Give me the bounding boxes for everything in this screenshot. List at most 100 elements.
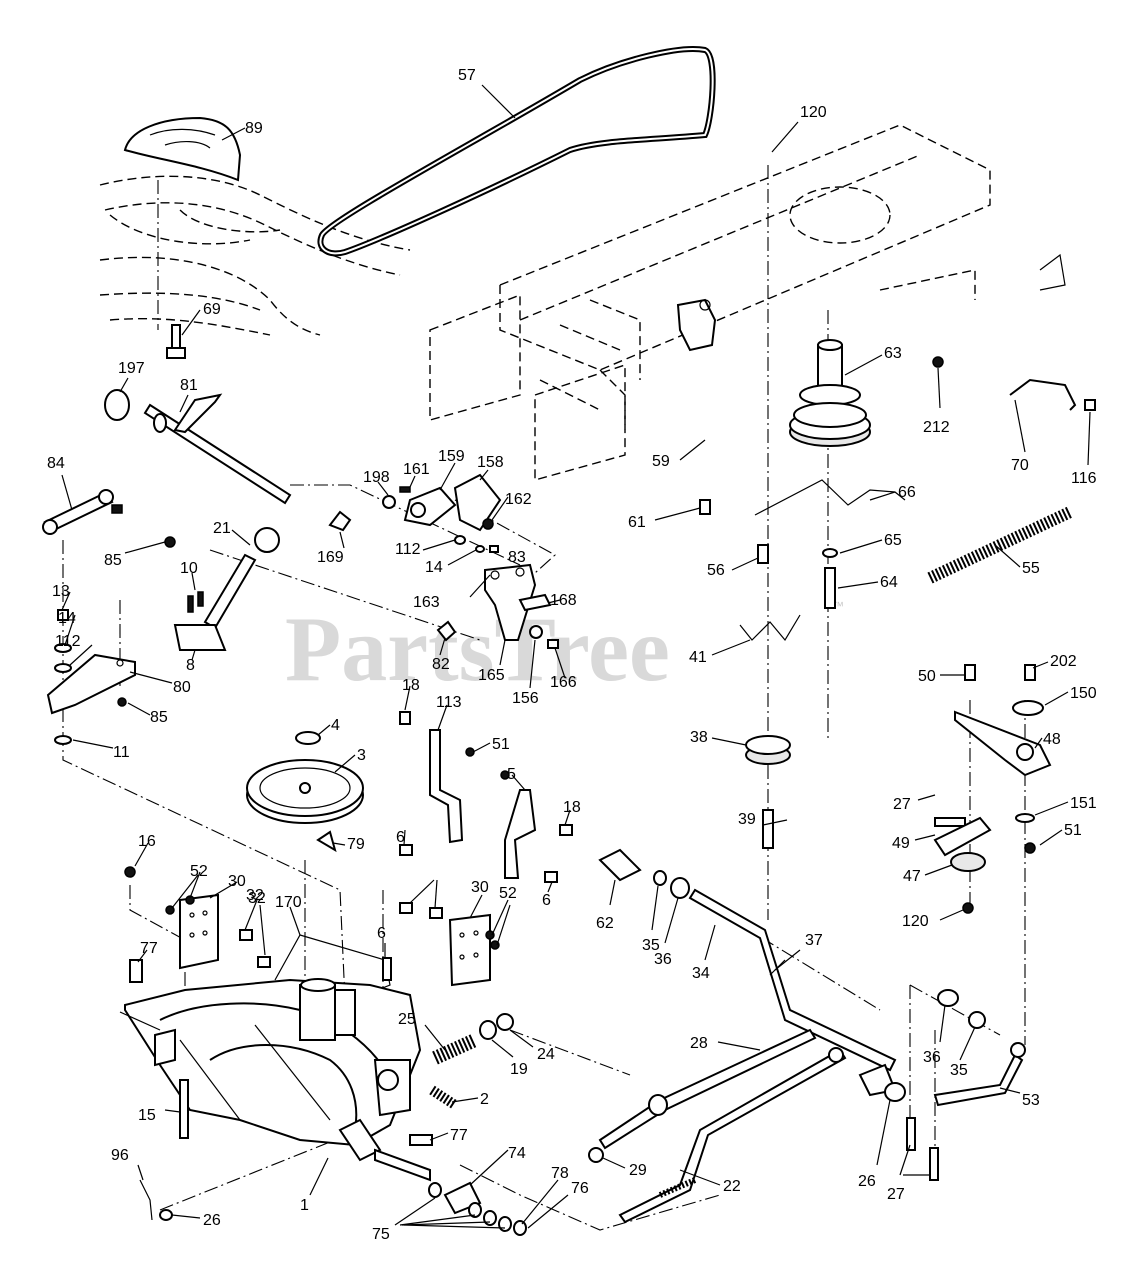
keys-77 [129, 959, 433, 1146]
console-cover [123, 116, 242, 182]
rod-70 [1009, 253, 1096, 411]
bracket-59 [676, 298, 717, 515]
callout-label: 74 [508, 1145, 526, 1162]
callout-label: 169 [317, 549, 344, 566]
callout-label: 62 [596, 915, 614, 932]
callout-label: 6 [396, 829, 405, 846]
clip-82 [436, 620, 457, 642]
mount-plate-left [124, 866, 271, 970]
callout-label: 11 [113, 744, 130, 761]
callout-label: 38 [690, 729, 708, 746]
callout-label: 163 [413, 594, 440, 611]
spring-2 [429, 1085, 458, 1110]
callout-label: 85 [150, 709, 168, 726]
callout-label: 59 [652, 453, 670, 470]
callout-label: 161 [403, 461, 430, 478]
nut-212 [932, 356, 944, 368]
callout-label: 63 [884, 345, 902, 362]
pins-10 [187, 591, 204, 613]
callout-label: 22 [723, 1178, 741, 1195]
callout-label: 35 [950, 1062, 968, 1079]
callout-label: 197 [118, 360, 145, 377]
callout-label: 21 [213, 520, 231, 537]
callout-label: 15 [138, 1107, 156, 1124]
watermark-text: PartsTree [285, 598, 670, 700]
callout-label: 78 [551, 1165, 569, 1182]
callout-label: 79 [347, 836, 365, 853]
callout-label: 53 [1022, 1092, 1040, 1109]
watermark: PartsTree ™ [285, 598, 844, 700]
callout-label: 96 [111, 1147, 129, 1164]
callout-label: 162 [505, 491, 532, 508]
frame-outline [429, 124, 991, 481]
callout-label: 30 [471, 879, 489, 896]
rod-66 [754, 479, 906, 516]
callout-label: 24 [537, 1046, 555, 1063]
link-84 [42, 489, 123, 535]
callout-label: 198 [363, 469, 390, 486]
callout-label: 80 [173, 679, 191, 696]
callout-label: 28 [690, 1035, 708, 1052]
callout-label: 48 [1043, 731, 1061, 748]
callout-label: 70 [1011, 457, 1029, 474]
callout-label: 52 [190, 863, 208, 880]
callout-label: 69 [203, 301, 221, 318]
callout-label: 81 [180, 377, 198, 394]
callout-label: 32 [246, 887, 264, 904]
callout-label: 170 [275, 894, 302, 911]
callout-label: 165 [478, 667, 505, 684]
callout-label: 61 [628, 514, 646, 531]
callout-label: 75 [372, 1226, 390, 1243]
callout-label: 85 [104, 552, 122, 569]
callout-label: 4 [331, 717, 340, 734]
pulley-38 [745, 735, 791, 849]
callout-label: 14 [58, 610, 76, 627]
transaxle-pulley [246, 731, 364, 853]
callout-label: 32 [248, 890, 266, 907]
callout-label: 19 [510, 1061, 528, 1078]
callout-label: 156 [512, 690, 539, 707]
callout-label: 66 [898, 484, 916, 501]
callout-label: 16 [138, 833, 156, 850]
callout-label: 13 [52, 583, 70, 600]
mount-plate-right [399, 902, 500, 987]
spring-25 [432, 1013, 514, 1065]
callout-label: 39 [738, 811, 756, 828]
callout-label: 168 [550, 592, 577, 609]
brake-bracket [46, 609, 136, 745]
callout-label: 57 [458, 67, 476, 84]
callout-label: 120 [902, 913, 929, 930]
callout-label: 47 [903, 868, 921, 885]
callout-label: 77 [140, 940, 158, 957]
callout-label: 34 [692, 965, 710, 982]
callout-label: 26 [858, 1173, 876, 1190]
idler-pulley-63 [789, 339, 871, 447]
callout-label: 83 [508, 549, 526, 566]
pin-96 [139, 1179, 173, 1221]
transaxle [119, 978, 431, 1182]
idler-arm-48 [933, 664, 1052, 914]
callout-label: 113 [436, 694, 462, 711]
nut-85 [164, 536, 176, 548]
callout-label: 18 [402, 677, 420, 694]
callout-label: 27 [887, 1186, 905, 1203]
callout-label: 112 [395, 541, 421, 558]
bolt-69 [166, 324, 186, 359]
drive-belt [317, 46, 716, 257]
callout-label: 26 [203, 1212, 221, 1229]
spring-55 [927, 506, 1073, 584]
callout-label: 150 [1070, 685, 1097, 702]
callout-label: 202 [1050, 653, 1077, 670]
clip-169 [328, 510, 352, 532]
callout-label: 120 [800, 104, 827, 121]
callout-label: 41 [689, 649, 707, 666]
callout-label: 84 [47, 455, 65, 472]
callout-label: 37 [805, 932, 823, 949]
callout-label: 5 [507, 766, 516, 783]
spindle-hardware [757, 544, 838, 609]
callout-label: 27 [893, 796, 911, 813]
callout-label: 65 [884, 532, 902, 549]
brake-shaft [104, 389, 292, 505]
fender-outline [99, 175, 411, 336]
